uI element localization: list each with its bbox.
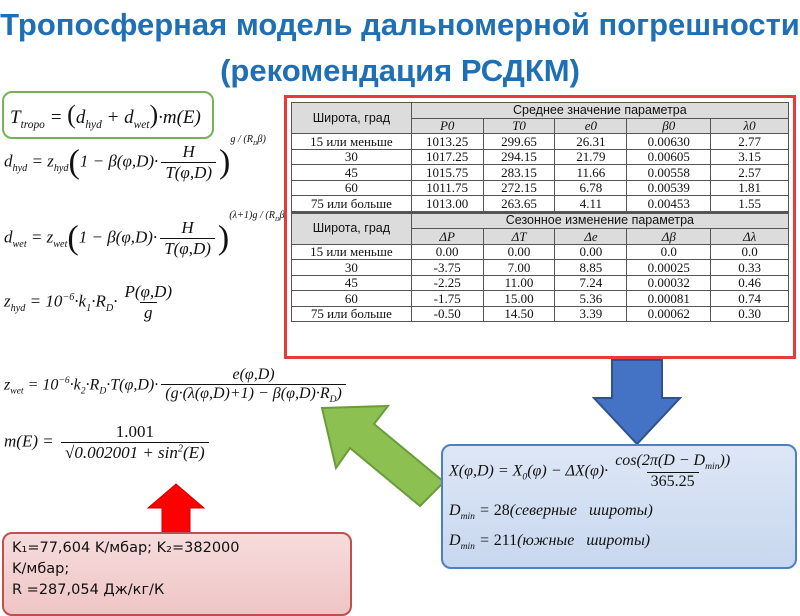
- constants-box: K₁=77,604 K/мбар; K₂=382000 K/мбар; R =2…: [2, 532, 352, 616]
- parameters-table-box: Широта, град Среднее значение параметра …: [284, 95, 796, 359]
- seasonal-variation-formula: X(φ,D) = X0(φ) − ΔX(φ)·cos(2π(D − Dmin))…: [449, 452, 731, 491]
- parameters-table: Широта, град Среднее значение параметра …: [291, 102, 790, 322]
- symbol-delta-e: Δe: [554, 228, 628, 245]
- constants-line-1: K₁=77,604 K/мбар; K₂=382000: [12, 540, 240, 556]
- symbol-t0: T0: [482, 117, 556, 134]
- z-hyd-formula: zhyd = 10−6·k1·RD·P(φ,D)g: [4, 282, 173, 322]
- symbol-delta-p: ΔP: [410, 228, 484, 245]
- z-wet-formula: zwet = 10−6·k2·RD·T(φ,D)·e(φ,D)(g·(λ(φ,D…: [4, 366, 349, 405]
- arrow-down-icon: [592, 359, 682, 446]
- seasonal-formula-box: X(φ,D) = X0(φ) − ΔX(φ)·cos(2π(D − Dmin))…: [441, 444, 797, 569]
- latitude-header-seasonal: Широта, град: [291, 210, 412, 245]
- symbol-p0: P0: [410, 117, 484, 134]
- slide-title: Тропосферная модель дальномерной погрешн…: [0, 7, 800, 88]
- symbol-delta-beta: Δβ: [626, 228, 712, 245]
- arrow-up-left-icon: [320, 404, 446, 508]
- tropo-formula: Ttropo = (dhyd + dwet)·m(E): [10, 100, 201, 131]
- symbol-lambda0: λ0: [710, 117, 789, 134]
- constants-text: K₁=77,604 K/мбар; K₂=382000 K/мбар; R =2…: [12, 538, 348, 601]
- constants-line-2: K/мбар;: [12, 561, 70, 577]
- seasonal-header: Сезонное изменение параметра: [410, 210, 790, 229]
- symbol-e0: e0: [554, 117, 628, 134]
- arrow-up-icon: [146, 483, 206, 535]
- symbol-beta0: β0: [626, 117, 712, 134]
- mean-values-header: Среднее значение параметра: [410, 102, 790, 119]
- mapping-function-formula: m(E) = 1.001√0.002001 + sin2(E): [4, 422, 212, 463]
- symbol-delta-t: ΔT: [482, 228, 556, 245]
- symbol-delta-lambda: Δλ: [710, 228, 789, 245]
- tropo-formula-box: Ttropo = (dhyd + dwet)·m(E): [2, 91, 214, 139]
- dmin-north-formula: Dmin = 28(северные широты): [449, 502, 653, 523]
- dmin-south-formula: Dmin = 211(южные широты): [449, 532, 651, 553]
- latitude-header: Широта, град: [291, 102, 412, 134]
- constants-line-3: R =287,054 Дж/кг/К: [12, 582, 165, 598]
